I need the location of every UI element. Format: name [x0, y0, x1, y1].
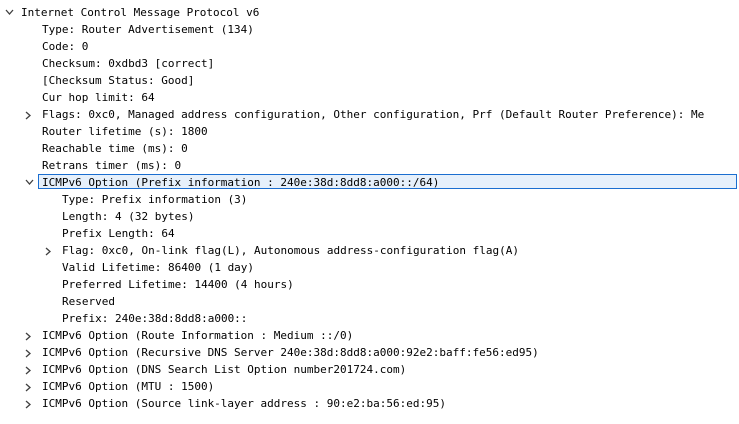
tree-node-source-lladdr-option[interactable]: ICMPv6 Option (Source link-layer address…: [0, 395, 739, 412]
chevron-right-icon[interactable]: [45, 247, 52, 256]
chevron-down-icon[interactable]: [5, 9, 14, 16]
tree-field[interactable]: Valid Lifetime: 86400 (1 day): [0, 259, 739, 276]
field-option-length: Length: 4 (32 bytes): [62, 210, 195, 223]
tree-field[interactable]: Prefix: 240e:38d:8dd8:a000::: [0, 310, 739, 327]
tree-field[interactable]: Type: Router Advertisement (134): [0, 21, 739, 38]
tree-node-label: ICMPv6 Option (MTU : 1500): [42, 380, 215, 393]
field-flags: Flags: 0xc0, Managed address configurati…: [42, 108, 705, 121]
field-prefix-length: Prefix Length: 64: [62, 227, 175, 240]
tree-node-dnssl-option[interactable]: ICMPv6 Option (DNS Search List Option nu…: [0, 361, 739, 378]
previous-row-clipped: [180, 0, 739, 2]
tree-node-label: ICMPv6 Option (Prefix information : 240e…: [42, 176, 440, 189]
tree-field[interactable]: Length: 4 (32 bytes): [0, 208, 739, 225]
field-type: Type: Router Advertisement (134): [42, 23, 254, 36]
chevron-right-icon[interactable]: [25, 383, 32, 392]
packet-details-tree: Internet Control Message Protocol v6 Typ…: [0, 4, 739, 412]
tree-field[interactable]: Code: 0: [0, 38, 739, 55]
tree-field[interactable]: Reserved: [0, 293, 739, 310]
field-cur-hop-limit: Cur hop limit: 64: [42, 91, 155, 104]
chevron-right-icon[interactable]: [25, 349, 32, 358]
field-valid-lifetime: Valid Lifetime: 86400 (1 day): [62, 261, 255, 274]
field-option-type: Type: Prefix information (3): [62, 193, 248, 206]
tree-node-label: ICMPv6 Option (Recursive DNS Server 240e…: [42, 346, 539, 359]
tree-field[interactable]: Router lifetime (s): 1800: [0, 123, 739, 140]
chevron-right-icon[interactable]: [25, 366, 32, 375]
chevron-right-icon[interactable]: [25, 332, 32, 341]
tree-field[interactable]: Prefix Length: 64: [0, 225, 739, 242]
tree-node-label: Internet Control Message Protocol v6: [21, 6, 260, 19]
field-retrans-timer: Retrans timer (ms): 0: [42, 159, 182, 172]
tree-node-prefix-option[interactable]: ICMPv6 Option (Prefix information : 240e…: [0, 174, 739, 191]
tree-node-route-info-option[interactable]: ICMPv6 Option (Route Information : Mediu…: [0, 327, 739, 344]
tree-field[interactable]: Cur hop limit: 64: [0, 89, 739, 106]
tree-node-label: ICMPv6 Option (DNS Search List Option nu…: [42, 363, 407, 376]
selection-highlight: [38, 174, 737, 189]
tree-node-icmpv6[interactable]: Internet Control Message Protocol v6: [0, 4, 739, 21]
tree-node-mtu-option[interactable]: ICMPv6 Option (MTU : 1500): [0, 378, 739, 395]
field-prefix: Prefix: 240e:38d:8dd8:a000::: [62, 312, 248, 325]
field-reserved: Reserved: [62, 295, 115, 308]
tree-field[interactable]: [Checksum Status: Good]: [0, 72, 739, 89]
tree-node-label: ICMPv6 Option (Source link-layer address…: [42, 397, 446, 410]
tree-field[interactable]: Checksum: 0xdbd3 [correct]: [0, 55, 739, 72]
field-preferred-lifetime: Preferred Lifetime: 14400 (4 hours): [62, 278, 294, 291]
chevron-right-icon[interactable]: [25, 400, 32, 409]
tree-field[interactable]: Retrans timer (ms): 0: [0, 157, 739, 174]
chevron-right-icon[interactable]: [25, 111, 32, 120]
tree-node-rdnss-option[interactable]: ICMPv6 Option (Recursive DNS Server 240e…: [0, 344, 739, 361]
field-code: Code: 0: [42, 40, 89, 53]
tree-field[interactable]: Reachable time (ms): 0: [0, 140, 739, 157]
field-prefix-flag: Flag: 0xc0, On-link flag(L), Autonomous …: [62, 244, 519, 257]
field-router-lifetime: Router lifetime (s): 1800: [42, 125, 208, 138]
tree-node-flags[interactable]: Flags: 0xc0, Managed address configurati…: [0, 106, 739, 123]
field-checksum: Checksum: 0xdbd3 [correct]: [42, 57, 215, 70]
tree-node-label: ICMPv6 Option (Route Information : Mediu…: [42, 329, 354, 342]
tree-node-prefix-flag[interactable]: Flag: 0xc0, On-link flag(L), Autonomous …: [0, 242, 739, 259]
field-reachable-time: Reachable time (ms): 0: [42, 142, 188, 155]
field-checksum-status: [Checksum Status: Good]: [42, 74, 195, 87]
tree-field[interactable]: Type: Prefix information (3): [0, 191, 739, 208]
chevron-down-icon[interactable]: [25, 179, 34, 186]
tree-field[interactable]: Preferred Lifetime: 14400 (4 hours): [0, 276, 739, 293]
